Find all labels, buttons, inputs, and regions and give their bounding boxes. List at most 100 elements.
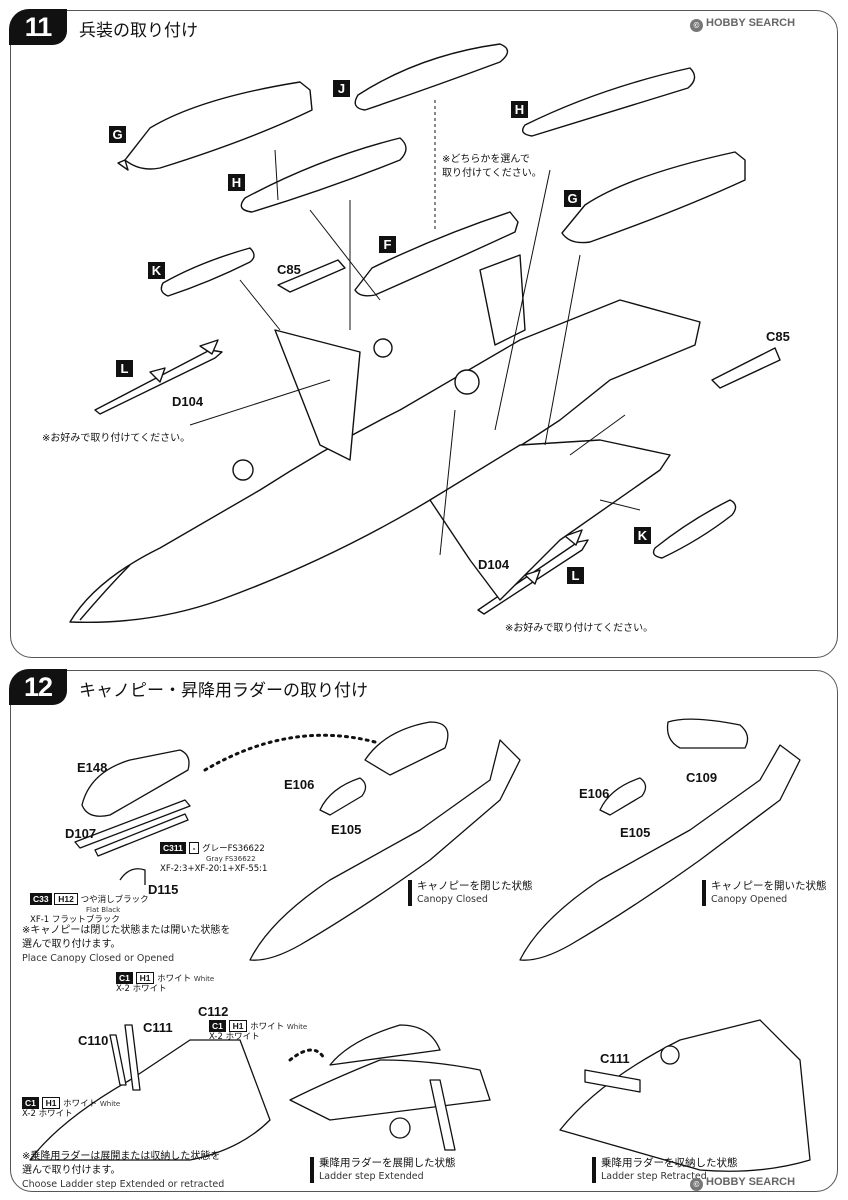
watermark-top-text: HOBBY SEARCH xyxy=(706,17,796,29)
state-en: Canopy Opened xyxy=(711,894,788,905)
label-g-right: G xyxy=(564,190,581,207)
state-en: Canopy Closed xyxy=(417,894,488,905)
paint-code: C1 xyxy=(116,972,133,984)
label-d104-left: D104 xyxy=(172,394,204,409)
watermark-mark-top: © xyxy=(690,19,703,32)
paint-name-en: Gray FS36622 xyxy=(206,855,256,863)
label-h-right: H xyxy=(511,101,528,118)
paint-name-jp: つや消しブラック xyxy=(80,895,149,905)
paint-mix: XF-2:3+XF-20:1+XF-55:1 xyxy=(160,864,268,874)
paint-h-code: H1 xyxy=(228,1020,248,1032)
paint-mix: X-2 ホワイト xyxy=(209,1032,260,1042)
label-e105-opened: E105 xyxy=(620,825,651,840)
label-d115: D115 xyxy=(148,882,179,897)
part-c85-right xyxy=(711,347,781,389)
label-c85-left: C85 xyxy=(277,262,301,277)
pod-g-right xyxy=(561,151,746,244)
paint-callout-white-mid: C1 H1 ホワイト White X-2 ホワイト xyxy=(209,1020,307,1042)
missile-l-left xyxy=(94,349,223,415)
part-c85-left xyxy=(277,259,346,293)
step-number: 11 xyxy=(9,9,67,45)
label-c111-right: C111 xyxy=(600,1051,630,1066)
paint-mix: XF-1 フラットブラック xyxy=(30,915,120,925)
label-c109: C109 xyxy=(686,770,718,785)
pod-g-left xyxy=(124,81,313,170)
canopy-choice-note: ※キャノピーは閉じた状態または開いた状態を 選んで取り付けます。 Place C… xyxy=(22,924,230,966)
paint-callout-gray: C311 - グレーFS36622 Gray FS36622 XF-2:3+XF… xyxy=(160,842,267,874)
note-optional-left: ※お好みで取り付けてください。 xyxy=(42,433,191,444)
tank-h-right xyxy=(522,67,696,137)
label-c111-left: C111 xyxy=(143,1020,173,1035)
tank-j xyxy=(354,43,509,111)
label-g-left: G xyxy=(109,126,126,143)
watermark-top: ©HOBBY SEARCH xyxy=(690,17,795,32)
state-en: Ladder step Retracted xyxy=(601,1171,707,1182)
note-optional-right: ※お好みで取り付けてください。 xyxy=(505,623,654,634)
pod-k-left xyxy=(160,247,255,297)
ladder-note-jp: ※乗降用ラダーは展開または収納した状態を 選んで取り付けます。 xyxy=(22,1151,221,1176)
state-canopy-closed: キャノピーを閉じた状態 Canopy Closed xyxy=(408,880,533,906)
state-jp: 乗降用ラダーを収納した状態 xyxy=(601,1157,738,1169)
step-11-panel: 11 兵装の取り付け xyxy=(9,9,838,658)
canopy-note-en: Place Canopy Closed or Opened xyxy=(22,953,175,964)
state-jp: キャノピーを閉じた状態 xyxy=(417,880,533,892)
label-c112: C112 xyxy=(198,1004,229,1019)
tank-h-middle xyxy=(240,137,407,213)
paint-code: C1 xyxy=(209,1020,226,1032)
watermark-bottom-text: HOBBY SEARCH xyxy=(706,1176,796,1188)
label-l-right: L xyxy=(567,567,584,584)
state-en: Ladder step Extended xyxy=(319,1171,424,1182)
paint-callout-white-top: C1 H1 ホワイト White X-2 ホワイト xyxy=(116,972,214,994)
paint-code: C311 xyxy=(160,842,186,854)
paint-name-jp: ホワイト xyxy=(250,1022,285,1032)
step-title: キャノピー・昇降用ラダーの取り付け xyxy=(79,681,368,701)
paint-callout-flat-black: C33 H12 つや消しブラック Flat Black XF-1 フラットブラッ… xyxy=(30,893,149,925)
paint-h-code: - xyxy=(188,842,200,854)
state-ladder-extended: 乗降用ラダーを展開した状態 Ladder step Extended xyxy=(310,1157,456,1183)
label-j: J xyxy=(333,80,350,97)
pod-k-right xyxy=(652,499,737,559)
label-c110: C110 xyxy=(78,1033,109,1048)
label-h-middle: H xyxy=(228,174,245,191)
step-11-illustration xyxy=(69,43,781,623)
ladder-choice-note: ※乗降用ラダーは展開または収納した状態を 選んで取り付けます。 Choose L… xyxy=(22,1150,224,1192)
label-f: F xyxy=(379,236,396,253)
label-l-left: L xyxy=(116,360,133,377)
label-e106-opened: E106 xyxy=(579,786,610,801)
note-choose-one: ※どちらかを選んで 取り付けてください。 xyxy=(442,154,542,179)
label-e106-closed: E106 xyxy=(284,777,315,792)
state-jp: 乗降用ラダーを展開した状態 xyxy=(319,1157,456,1169)
paint-mix: X-2 ホワイト xyxy=(116,984,167,994)
paint-h-code: H12 xyxy=(54,893,78,905)
state-jp: キャノピーを開いた状態 xyxy=(711,880,827,892)
label-k-left: K xyxy=(148,262,165,279)
label-k-right: K xyxy=(634,527,651,544)
paint-name-en: White xyxy=(286,1023,308,1031)
paint-name-en: White xyxy=(193,975,215,983)
paint-h-code: H1 xyxy=(135,972,155,984)
paint-h-code: H1 xyxy=(41,1097,61,1109)
paint-name-en: White xyxy=(99,1100,121,1108)
paint-name-jp: ホワイト xyxy=(157,974,192,984)
label-e105-closed: E105 xyxy=(331,822,362,837)
paint-mix: X-2 ホワイト xyxy=(22,1109,73,1119)
paint-callout-white-bottom: C1 H1 ホワイト White X-2 ホワイト xyxy=(22,1097,120,1119)
label-c85-right: C85 xyxy=(766,329,790,344)
step-number: 12 xyxy=(9,669,67,705)
state-canopy-opened: キャノピーを開いた状態 Canopy Opened xyxy=(702,880,827,906)
watermark-bottom: ©HOBBY SEARCH xyxy=(690,1176,795,1191)
step-title: 兵装の取り付け xyxy=(79,21,198,41)
label-d107: D107 xyxy=(65,826,97,841)
paint-code: C1 xyxy=(22,1097,39,1109)
paint-code: C33 xyxy=(30,893,52,905)
paint-name-jp: グレーFS36622 xyxy=(202,844,265,854)
pod-f xyxy=(354,211,519,297)
canopy-note-jp: ※キャノピーは閉じた状態または開いた状態を 選んで取り付けます。 xyxy=(22,925,231,950)
ladder-note-en: Choose Ladder step Extended or retracted xyxy=(22,1179,225,1190)
paint-name-jp: ホワイト xyxy=(63,1099,98,1109)
paint-name-en: Flat Black xyxy=(86,906,121,914)
label-d104-right: D104 xyxy=(478,557,510,572)
watermark-mark-bottom: © xyxy=(690,1178,703,1191)
state-ladder-retracted: 乗降用ラダーを収納した状態 Ladder step Retracted xyxy=(592,1157,738,1183)
label-e148: E148 xyxy=(77,760,108,775)
